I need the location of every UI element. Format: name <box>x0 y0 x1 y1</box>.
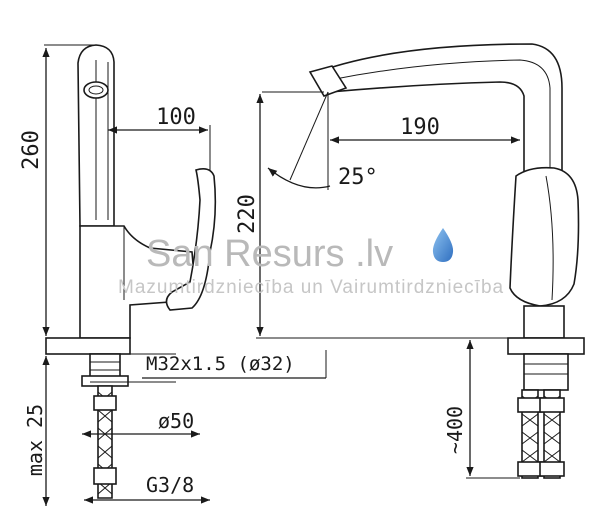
dim-base-diameter: ø50 <box>158 409 194 433</box>
watermark: San Resurs .lv Mazumtirdzniecība un Vair… <box>118 228 504 298</box>
dim-swivel-angle: 25° <box>338 165 378 190</box>
side-base-plate <box>45 337 131 355</box>
front-ferrule-right-bottom <box>539 461 565 477</box>
front-body-handle <box>509 166 580 307</box>
front-shank <box>523 353 569 391</box>
side-hose-ferrule-bottom <box>93 467 117 485</box>
dim-spout-height: 220 <box>235 194 260 234</box>
front-lower-column <box>523 305 565 339</box>
front-aerator-tip <box>308 65 348 97</box>
side-hose-ferrule-top <box>93 395 117 411</box>
front-view: 25° 190 220 ~400 <box>235 43 585 479</box>
watermark-tagline: Mazumtirdzniecība un Vairumtirdzniecība <box>118 277 504 298</box>
front-ferrule-left-bottom <box>517 461 543 477</box>
front-ferrule-left-top <box>517 397 543 413</box>
dim-max-depth: max 25 <box>23 404 47 476</box>
side-body <box>79 225 197 339</box>
dim-height-total: 260 <box>19 130 44 170</box>
water-drop-icon <box>432 228 454 262</box>
aerator-outlet <box>83 81 109 99</box>
front-base-plate <box>507 337 585 355</box>
side-view: 260 100 M32x1.5 (ø32) max 25 ø50 G3/8 <box>19 44 327 506</box>
dim-spout-reach: 190 <box>400 115 440 140</box>
dim-reach-side: 100 <box>156 105 196 130</box>
side-handle-lever <box>165 168 217 311</box>
dim-hose-thread: G3/8 <box>146 473 194 497</box>
dim-hose-length: ~400 <box>443 406 467 454</box>
front-ferrule-right-top <box>539 397 565 413</box>
dim-thread-spec: M32x1.5 (ø32) <box>146 353 295 375</box>
watermark-brand: San Resurs .lv <box>146 233 393 275</box>
front-spout-arc <box>310 43 563 177</box>
side-nut <box>81 375 129 387</box>
